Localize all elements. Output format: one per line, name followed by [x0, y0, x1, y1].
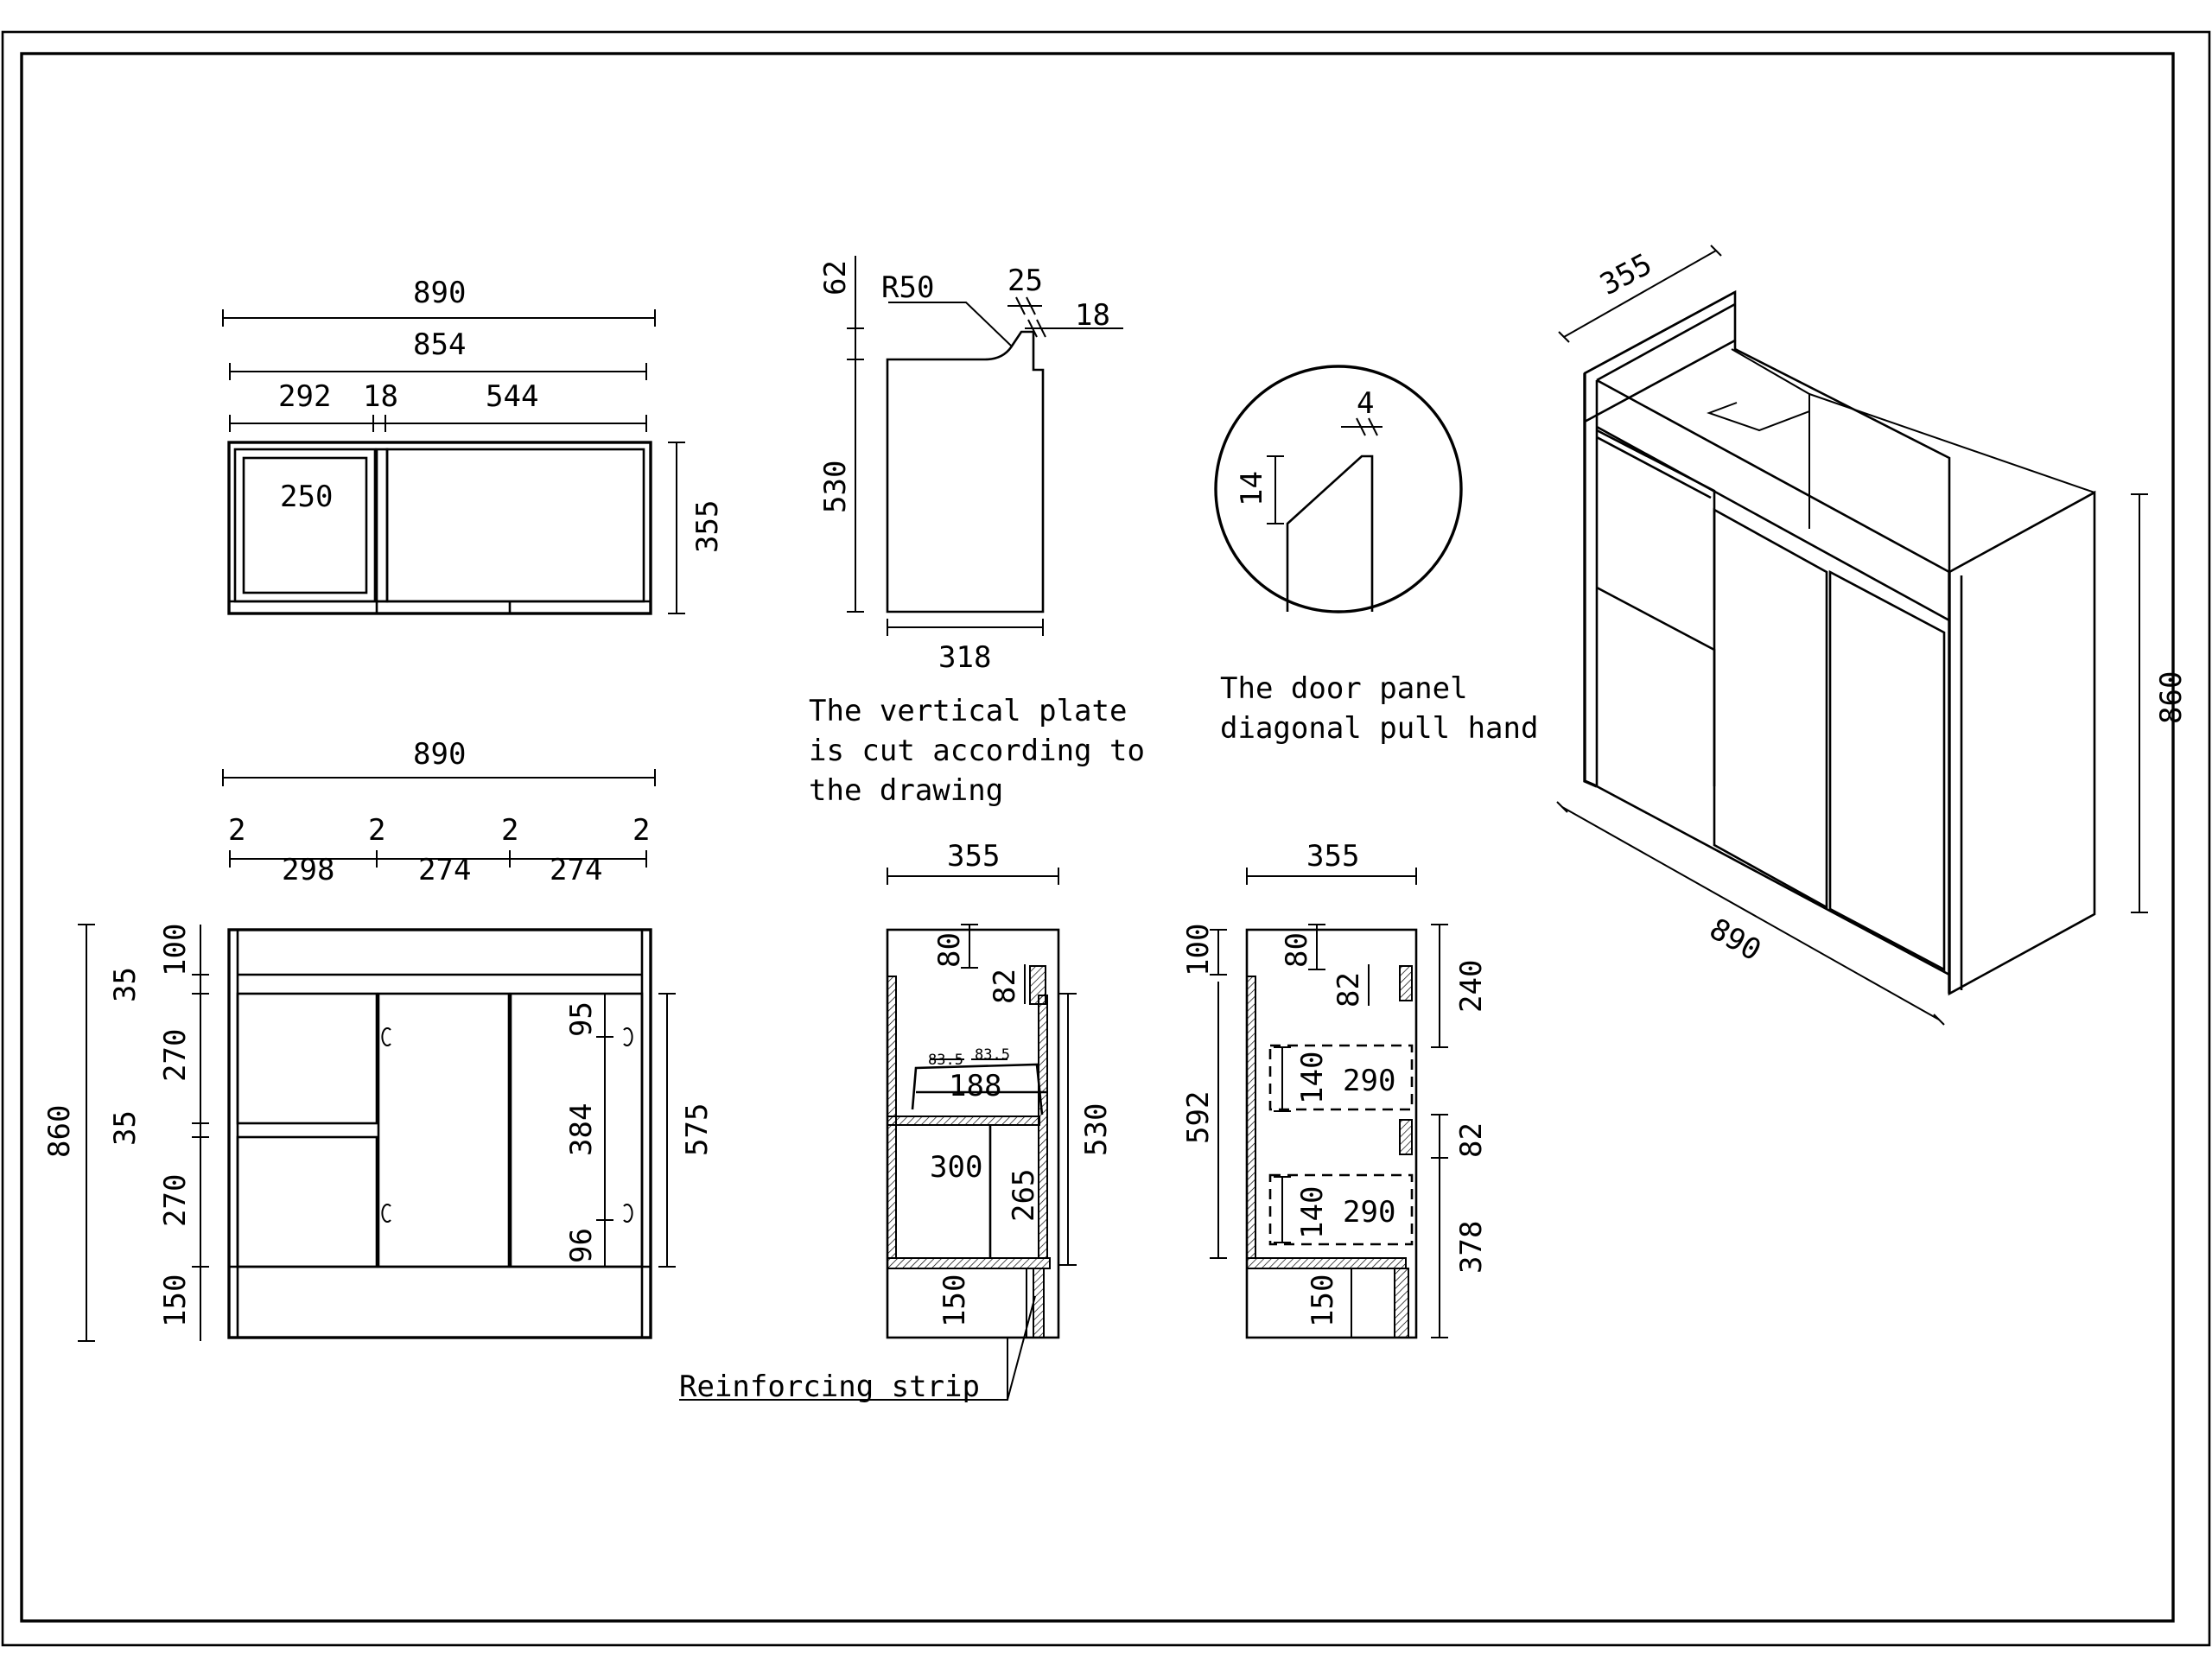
front-r-total: 575: [680, 1103, 715, 1156]
top-width-mid: 18: [363, 379, 398, 414]
plate-width: 318: [938, 640, 991, 675]
sb-r240: 240: [1454, 960, 1489, 1013]
section-b-view: 355 100 80 82 592 140 290 140 290 150 24…: [1181, 839, 1489, 1339]
sa-h80: 80: [932, 932, 967, 968]
top-width-left: 292: [278, 379, 331, 414]
front-w3: 274: [550, 853, 602, 887]
plate-w-notch: 25: [1007, 264, 1043, 298]
front-h-drawer1: 270: [158, 1029, 193, 1082]
sb-r82: 82: [1454, 1122, 1489, 1158]
top-view: 890 854 292 18 544 250 355: [222, 276, 725, 615]
front-gap-2: 2: [368, 813, 385, 848]
front-h-gap2: 35: [108, 1110, 143, 1146]
iso-depth: 355: [1594, 247, 1657, 302]
front-view: 890 2 2 2 2 298 274 274 860 100 35 270 3…: [42, 737, 715, 1342]
sb-d290a: 290: [1343, 1064, 1395, 1098]
sa-s2: 83.5: [975, 1046, 1010, 1064]
sa-depth: 355: [947, 839, 1000, 874]
section-a-view: 355 80 82 83.5 83.5 188 300 265 530 150 …: [679, 839, 1114, 1404]
sb-d140b: 140: [1295, 1186, 1330, 1239]
iso-width: 890: [1704, 912, 1767, 968]
outer-frame: [1, 30, 2211, 1647]
front-r-top: 95: [564, 1001, 599, 1037]
sa-h530: 530: [1079, 1103, 1114, 1156]
front-h-base: 150: [158, 1274, 193, 1327]
plate-height: 530: [818, 461, 853, 513]
sa-h150: 150: [938, 1274, 972, 1327]
iso-height: 860: [2154, 671, 2189, 724]
inner-frame: [20, 52, 2175, 1623]
top-width-inner: 854: [413, 327, 466, 362]
front-h-drawer2: 270: [158, 1174, 193, 1227]
sa-w300: 300: [930, 1150, 982, 1185]
top-depth: 355: [690, 500, 725, 553]
front-w2: 274: [418, 853, 471, 887]
front-gap-4: 2: [632, 813, 650, 848]
sb-h150: 150: [1306, 1274, 1340, 1327]
plate-note-1: The vertical plate: [809, 694, 1127, 728]
front-h-top: 100: [158, 924, 193, 976]
handle-w: 4: [1357, 386, 1374, 421]
plate-note-2: is cut according to: [809, 734, 1145, 768]
plate-note-3: the drawing: [809, 773, 1003, 808]
front-w1: 298: [282, 853, 334, 887]
sb-h80: 80: [1280, 932, 1314, 968]
handle-note-1: The door panel: [1220, 671, 1468, 706]
plate-radius: R50: [881, 270, 934, 305]
handle-note-2: diagonal pull hand: [1220, 711, 1538, 746]
sb-d140a: 140: [1295, 1052, 1330, 1104]
sb-h592: 592: [1181, 1091, 1216, 1144]
sb-d290b: 290: [1343, 1195, 1395, 1230]
sa-s1: 83.5: [928, 1052, 963, 1069]
plate-w-edge: 18: [1075, 298, 1110, 333]
sb-h82: 82: [1332, 972, 1366, 1007]
front-h-total: 860: [42, 1105, 77, 1158]
top-inner-label: 250: [280, 480, 333, 514]
sb-depth: 355: [1306, 839, 1359, 874]
front-r-mid: 384: [564, 1103, 599, 1156]
sb-r378: 378: [1454, 1221, 1489, 1274]
plate-h-top: 62: [818, 260, 853, 296]
front-gap-3: 2: [501, 813, 518, 848]
front-h-gap1: 35: [108, 967, 143, 1002]
side-plate-view: 62 R50 25 18 530 318 The vertical plate …: [809, 256, 1145, 808]
sa-h265: 265: [1007, 1169, 1041, 1222]
top-width-right: 544: [486, 379, 538, 414]
handle-detail-view: 4 14 The door panel diagonal pull hand: [1214, 365, 1538, 746]
sb-h100: 100: [1181, 924, 1216, 976]
front-gap-1: 2: [228, 813, 245, 848]
front-width-total: 890: [413, 737, 466, 772]
sa-callout: Reinforcing strip: [679, 1370, 980, 1404]
sa-h82: 82: [988, 969, 1022, 1004]
front-r-bot: 96: [564, 1228, 599, 1263]
handle-h: 14: [1235, 471, 1269, 506]
sa-w188: 188: [949, 1069, 1001, 1103]
top-width-total: 890: [413, 276, 466, 310]
isometric-view: 355 890 860: [1556, 245, 2189, 1026]
